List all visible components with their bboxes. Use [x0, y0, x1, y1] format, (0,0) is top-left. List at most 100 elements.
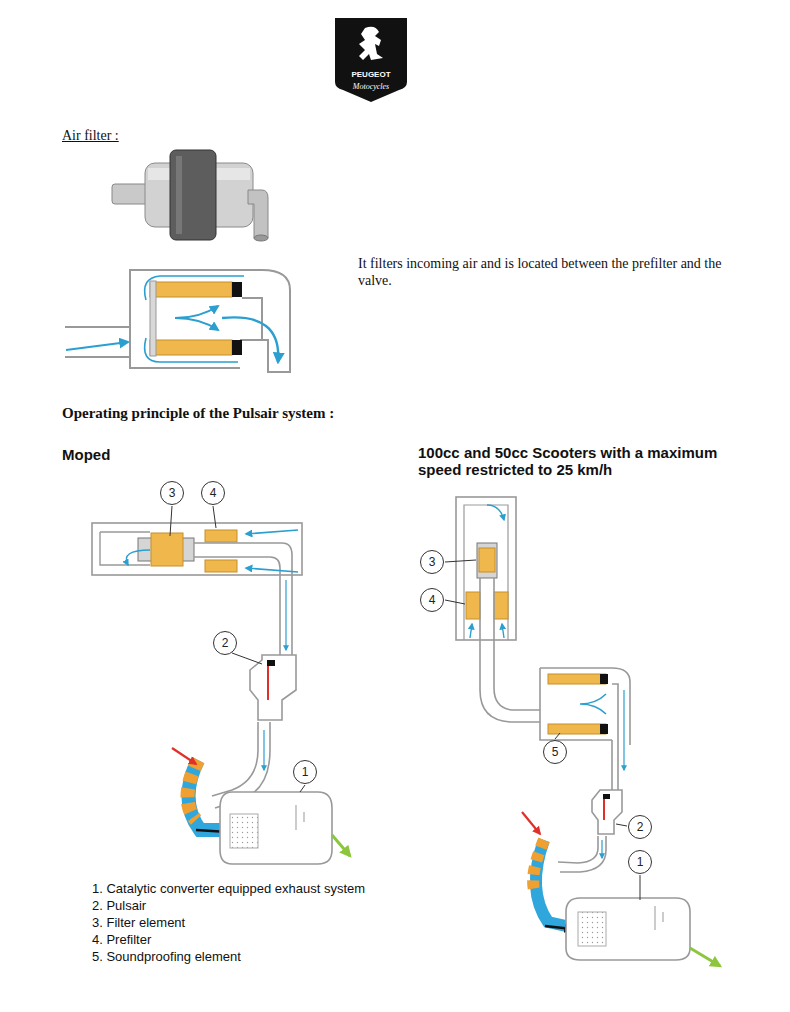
air-filter-section: [65, 270, 290, 372]
moped-pulsair-diagram-part: [246, 530, 298, 534]
moped-pulsair-diagram-part: [205, 530, 237, 542]
scooter-pulsair-diagram-part: [560, 836, 606, 872]
scooter-pulsair-diagram-part: [445, 560, 476, 562]
description-text: It filters incoming air and is located b…: [358, 255, 750, 289]
parts-list: 1. Catalytic converter equipped exhaust …: [92, 880, 367, 965]
diagram-heading: 100cc and 50cc Scooters with a maximum s…: [418, 444, 753, 478]
moped-pulsair-diagram-part: [267, 660, 275, 666]
air-filter-photo-part: [176, 156, 182, 234]
air-filter-section-part: [175, 306, 218, 318]
air-filter-photo: [112, 150, 268, 241]
moped-pulsair-diagram-part: [230, 814, 258, 848]
callout-number: 3: [169, 486, 176, 500]
callout-circle: 2: [213, 631, 237, 655]
list-item: 5. Soundproofing element: [92, 948, 367, 965]
air-filter-photo-part: [170, 150, 216, 240]
moped-pulsair-diagram-part: [232, 653, 262, 664]
list-item: 3. Filter element: [92, 914, 367, 931]
scooter-pulsair-diagram-part: [445, 600, 465, 604]
list-item: 1. Catalytic converter equipped exhaust …: [92, 880, 367, 897]
air-filter-section-part: [145, 276, 244, 300]
scooter-pulsair-diagram-part: [578, 912, 606, 946]
air-filter-section-part: [232, 340, 242, 355]
air-filter-section-part: [150, 281, 156, 356]
callout-number: 2: [637, 820, 644, 834]
callout-circle: 5: [543, 740, 567, 764]
moped-pulsair-diagram-part: [194, 543, 292, 655]
scooter-pulsair-diagram-part: [640, 875, 641, 900]
scooter-pulsair-diagram-part: [600, 674, 608, 684]
scooter-pulsair-diagram-part: [566, 898, 690, 960]
moped-pulsair-diagram-part: [296, 805, 304, 830]
moped-pulsair-diagram-part: [220, 792, 332, 864]
moped-pulsair-diagram-part: [92, 523, 302, 575]
scooter-pulsair-diagram-part: [522, 812, 540, 834]
callout-circle: 3: [420, 550, 444, 574]
moped-pulsair-diagram-part: [170, 506, 172, 536]
moped-pulsair-diagram-part: [187, 760, 198, 820]
moped-pulsair-diagram: [92, 506, 350, 864]
scooter-pulsair-diagram-part: [480, 578, 540, 722]
moped-pulsair-diagram-part: [194, 557, 280, 655]
scooter-pulsair-diagram-part: [494, 578, 540, 710]
air-filter-section-part: [65, 270, 290, 372]
scooter-pulsair-diagram-part: [470, 624, 472, 638]
scooter-pulsair-diagram-part: [612, 684, 618, 790]
moped-pulsair-diagram-part: [126, 550, 150, 565]
scooter-pulsair-diagram-part: [623, 690, 624, 770]
list-item: 2. Pulsair: [92, 897, 367, 914]
air-filter-photo-part: [112, 184, 150, 204]
moped-pulsair-diagram-part: [151, 533, 183, 566]
scooter-pulsair-diagram-part: [477, 543, 497, 578]
scooter-pulsair-diagram-part: [479, 548, 495, 572]
section-heading: Operating principle of the Pulsair syste…: [62, 405, 482, 422]
list-item: 4. Prefilter: [92, 931, 367, 948]
callout-circle: 4: [201, 481, 225, 505]
scooter-pulsair-diagram-part: [600, 724, 608, 734]
scooter-pulsair-diagram-part: [548, 724, 606, 734]
callout-number: 1: [302, 765, 309, 779]
callout-circle: 3: [160, 481, 184, 505]
air-filter-section-part: [129, 327, 131, 368]
scooter-pulsair-diagram-part: [533, 840, 544, 890]
scooter-pulsair-diagram-part: [487, 505, 504, 520]
scooter-pulsair-diagram-part: [464, 505, 508, 640]
brand-tagline: Motocycles: [335, 82, 407, 91]
air-filter-section-part: [150, 340, 232, 355]
callout-number: 4: [429, 593, 436, 607]
brand-logo: PEUGEOT Motocycles: [335, 18, 407, 102]
moped-pulsair-diagram-part: [300, 785, 305, 792]
scooter-pulsair-diagram-part: [616, 824, 627, 826]
moped-pulsair-diagram-part: [263, 730, 264, 770]
callout-circle: 1: [628, 850, 652, 874]
scooter-pulsair-diagram-part: [690, 948, 720, 966]
scooter-pulsair-diagram-part: [555, 733, 560, 739]
callout-number: 5: [552, 745, 559, 759]
moped-pulsair-diagram-part: [205, 560, 237, 572]
callout-circle: 2: [628, 815, 652, 839]
scooter-pulsair-diagram-part: [466, 592, 480, 619]
scooter-pulsair-diagram-part: [548, 674, 606, 684]
scooter-pulsair-diagram-part: [592, 790, 622, 834]
scooter-pulsair-diagram-part: [603, 794, 610, 799]
air-filter-photo-part: [248, 190, 268, 238]
scooter-pulsair-diagram-part: [456, 497, 516, 640]
scooter-pulsair-diagram-part: [558, 836, 598, 863]
logo-shield-shape: [335, 18, 407, 102]
section-heading: Air filter :: [62, 127, 222, 144]
moped-pulsair-diagram-part: [246, 568, 298, 572]
moped-pulsair-diagram-part: [213, 506, 216, 528]
air-filter-section-part: [232, 282, 242, 297]
brand-name: PEUGEOT: [335, 70, 407, 79]
scooter-pulsair-diagram-part: [655, 906, 663, 930]
air-filter-photo-part: [254, 235, 268, 241]
callout-number: 1: [637, 855, 644, 869]
callout-circle: 4: [420, 588, 444, 612]
air-filter-section-part: [222, 317, 278, 362]
scooter-pulsair-diagram-part: [494, 592, 508, 619]
moped-pulsair-diagram-part: [332, 835, 350, 856]
scooter-pulsair-diagram-part: [601, 840, 602, 858]
scooter-pulsair-diagram: [445, 497, 720, 966]
